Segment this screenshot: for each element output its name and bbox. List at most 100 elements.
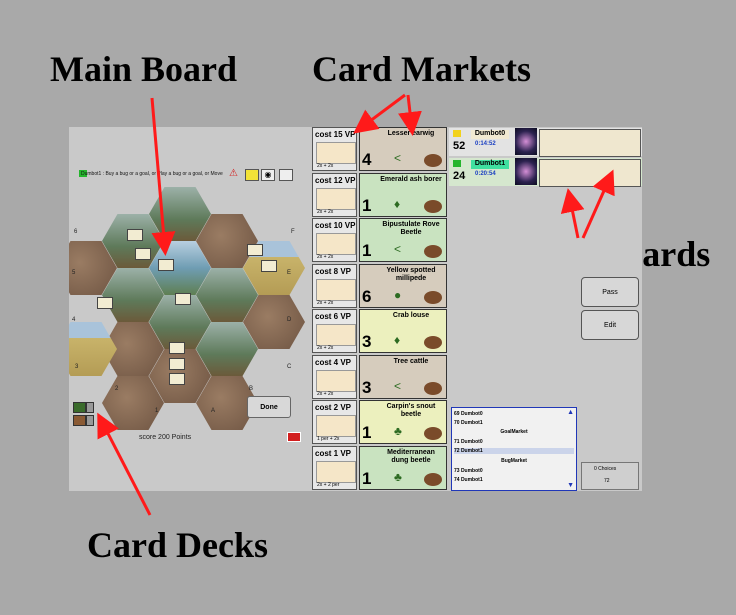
card-vp: 4 (362, 150, 372, 169)
board-side-label: F (291, 229, 295, 235)
deck-card[interactable] (86, 402, 94, 413)
log-row: 70 Dumbot1 (454, 420, 483, 426)
cost-formula: 2x + 2x (317, 299, 334, 306)
cost-formula: 1 per + 2x (317, 436, 340, 442)
card-vp: 3 (362, 332, 372, 351)
deck-card[interactable] (73, 415, 86, 426)
arrow-market-left (353, 93, 406, 134)
cost-formula: 2x + 2x (317, 208, 334, 215)
cost-formula: 2x + 2x (317, 163, 334, 169)
market-row[interactable]: cost 2 VP 1 per + 2x Carpin's snout beetle… (312, 400, 447, 444)
card-symbol-icon: ♦ (394, 333, 401, 347)
game-log[interactable]: ▲ 69 Dumbot0 70 Dumbot1 GoalMarket 71 Du… (451, 407, 577, 491)
pass-button[interactable]: Pass (581, 277, 639, 307)
board-card[interactable] (169, 373, 185, 385)
player-name: Dumbot0 (471, 130, 509, 139)
log-row: 73 Dumbot0 (454, 468, 483, 474)
board-card[interactable] (169, 358, 185, 370)
card-symbol-icon: < (394, 378, 402, 393)
board-side-label: 1 (155, 408, 159, 414)
board-card[interactable] (158, 259, 174, 271)
card-name: Bipustulate Rove Beetle (382, 221, 440, 236)
player-score: 24 (453, 170, 466, 182)
board-card[interactable] (127, 229, 143, 241)
player-name: Dumbot1 (471, 160, 509, 169)
score-text: score 200 Points (139, 434, 192, 441)
card-name: Crab louse (392, 312, 430, 319)
player-cards[interactable] (539, 159, 641, 187)
card-name: Yellow spotted millipede (386, 266, 436, 282)
market-card[interactable]: Lesser earwig 4 < (359, 127, 447, 171)
deck-card[interactable] (86, 415, 94, 426)
board-card[interactable] (261, 260, 277, 272)
status-line: Dumbot1 : Buy a bug or a goal, or Play a… (81, 171, 223, 177)
choice-tray[interactable]: 0 Choices 72 (581, 462, 639, 490)
board-card[interactable] (169, 342, 185, 354)
card-name: Emerald ash borer (380, 175, 442, 183)
game-screen: Dumbot1 : Buy a bug or a goal, or Play a… (69, 127, 642, 491)
galaxy-icon (515, 158, 537, 185)
cost-formula: 2x + 2x (317, 390, 334, 397)
card-name: Tree cattle (393, 357, 429, 365)
scroll-down-icon[interactable]: ▼ (567, 482, 574, 489)
bug-icon (424, 154, 442, 167)
market-card[interactable]: Tree cattle 3 < (359, 354, 447, 399)
arrow-market-right (398, 94, 422, 136)
main-board-callout: Main Board (50, 49, 238, 89)
card-symbol-icon: < (394, 151, 402, 165)
card-symbol-icon: ● (394, 287, 402, 302)
card-name: Lesser earwig (387, 130, 435, 137)
card-vp: 1 (362, 423, 372, 442)
card-markets-callout: Card Markets (312, 49, 531, 89)
cost-formula: 2x + 2 per (317, 481, 340, 488)
board-side-label: 3 (75, 364, 79, 370)
market-card[interactable]: Crab louse 3 ♦ (359, 309, 447, 353)
board-card[interactable] (175, 293, 191, 305)
board-card[interactable] (135, 248, 151, 260)
board-card[interactable] (97, 297, 113, 309)
cost-slot[interactable]: cost 2 VP 1 per + 2x (312, 400, 357, 444)
log-header: BugMarket (501, 458, 527, 464)
cost-formula: 2x + 2x (317, 345, 334, 351)
hint-icon[interactable] (245, 169, 259, 181)
eye-icon[interactable]: ◉ (261, 169, 275, 181)
bug-icon (424, 245, 442, 258)
market-card[interactable]: Yellow spotted millipede 6 ● (359, 263, 447, 308)
scroll-up-icon[interactable]: ▲ (567, 409, 574, 416)
window-icon[interactable] (279, 169, 293, 181)
warning-icon[interactable]: ⚠ (229, 168, 238, 179)
card-vp: 6 (362, 286, 372, 306)
cost-goal-art (316, 460, 356, 483)
cost-goal-art (316, 369, 356, 392)
cost-goal-art (316, 187, 356, 210)
done-button[interactable]: Done (247, 396, 291, 418)
deck-card[interactable] (73, 402, 86, 413)
board-card[interactable] (247, 244, 263, 256)
player-cards[interactable] (539, 129, 641, 157)
cost-label: cost 2 VP (315, 403, 352, 412)
cost-goal-art (316, 142, 356, 164)
cost-goal-art (316, 324, 356, 346)
card-vp: 3 (362, 377, 372, 397)
edit-button[interactable]: Edit (581, 310, 639, 340)
